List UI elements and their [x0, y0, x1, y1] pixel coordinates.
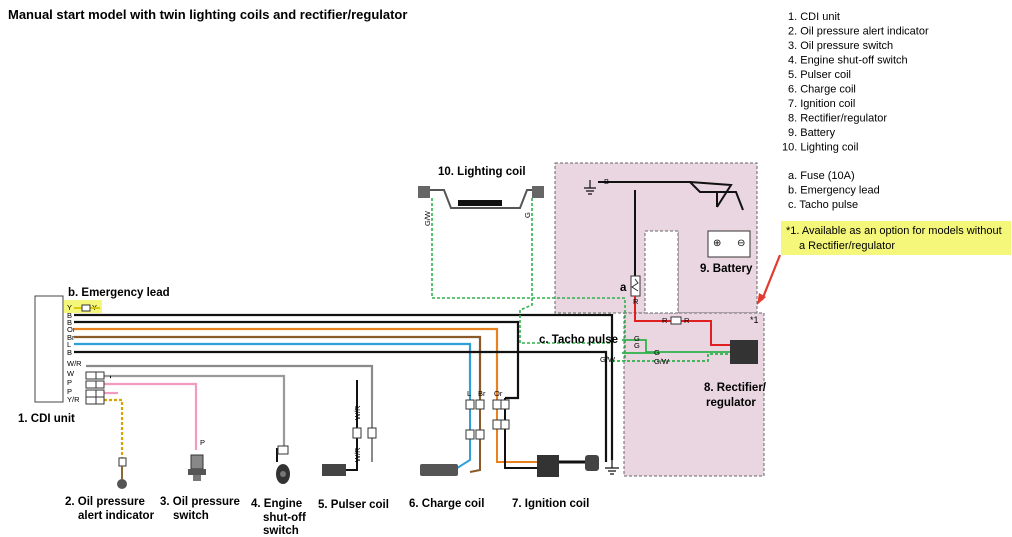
connector-blocks: [85, 371, 105, 405]
rectifier-wiring: R R G G G/W G G/W: [600, 316, 758, 366]
rectifier-label-2: regulator: [706, 397, 756, 409]
svg-text:G/W: G/W: [654, 357, 670, 366]
svg-text:P: P: [200, 438, 205, 447]
pulser-coil-label: 5. Pulser coil: [318, 499, 389, 511]
svg-text:P: P: [67, 378, 72, 387]
ground-symbol: [584, 180, 619, 475]
option-zone-rectifier: [623, 312, 765, 477]
option-marker: *1: [750, 315, 759, 325]
legend-item: 10. Lighting coil: [782, 142, 858, 154]
tacho-pulse-label: c. Tacho pulse: [539, 334, 618, 346]
engine-shutoff-switch: [276, 445, 290, 484]
legend-item: 5. Pulser coil: [788, 69, 851, 81]
lighting-coil-label: 10. Lighting coil: [438, 166, 526, 178]
note-line-2: a Rectifier/regulator: [799, 240, 895, 252]
oil-pressure-switch: P: [188, 438, 206, 481]
svg-text:P: P: [67, 387, 72, 396]
diagram-title: Manual start model with twin lighting co…: [8, 7, 407, 22]
battery: ⊕ ⊖: [707, 230, 751, 258]
svg-text:B: B: [67, 318, 72, 327]
wire-harness: [74, 304, 614, 462]
cdi-unit-label: 1. CDI unit: [18, 413, 75, 425]
battery-wiring: B: [598, 177, 744, 322]
note-arrow: [760, 254, 782, 301]
cdi-wire-codes: Y Y B B Or Br L B W/R W P P Y/R: [67, 303, 97, 404]
svg-text:⊕: ⊕: [713, 238, 721, 249]
svg-text:Br: Br: [67, 333, 75, 342]
svg-text:L: L: [467, 389, 471, 398]
legend-item: 9. Battery: [788, 127, 836, 139]
svg-text:Y/R: Y/R: [67, 395, 80, 404]
svg-text:G/W: G/W: [600, 355, 616, 364]
svg-text:W/R: W/R: [67, 359, 82, 368]
svg-text:B: B: [67, 311, 72, 320]
legend-item: 7. Ignition coil: [788, 98, 855, 110]
lettered-legend: a. Fuse (10A) b. Emergency lead c. Tacho…: [788, 170, 880, 211]
svg-text:G: G: [634, 341, 640, 350]
legend-item: 6. Charge coil: [788, 84, 856, 96]
charge-coil-label: 6. Charge coil: [409, 498, 484, 510]
svg-text:B: B: [604, 177, 609, 186]
note-line-1: *1. Available as an option for models wi…: [786, 225, 1002, 237]
legend-item: 8. Rectifier/regulator: [788, 113, 887, 125]
svg-text:G: G: [523, 212, 532, 218]
numbered-legend: 1. CDI unit 2. Oil pressure alert indica…: [782, 11, 929, 154]
legend-item: a. Fuse (10A): [788, 170, 855, 182]
svg-text:W/R: W/R: [353, 447, 362, 462]
svg-text:Or: Or: [494, 389, 503, 398]
pulser-coil: W/R W/R: [322, 380, 377, 476]
svg-text:R: R: [684, 316, 690, 325]
svg-text:⊖: ⊖: [737, 238, 745, 249]
oil-alert-indicator: [117, 457, 127, 489]
legend-item: 1. CDI unit: [788, 11, 840, 23]
legend-item: b. Emergency lead: [788, 185, 880, 197]
legend-item: c. Tacho pulse: [788, 199, 858, 211]
legend-item: 3. Oil pressure switch: [788, 40, 893, 52]
svg-text:B: B: [67, 348, 72, 357]
ignition-coil: Or: [492, 389, 599, 477]
svg-text:Or: Or: [67, 325, 76, 334]
fuse-label: a: [620, 282, 627, 294]
ignition-coil-label: 7. Ignition coil: [512, 498, 589, 510]
shutoff-label-3: switch: [263, 525, 299, 537]
svg-text:W: W: [67, 369, 75, 378]
emergency-lead-label: b. Emergency lead: [68, 287, 170, 299]
oil-alert-label-2: alert indicator: [78, 510, 155, 522]
oil-alert-label-1: 2. Oil pressure: [65, 496, 145, 508]
legend-item: 2. Oil pressure alert indicator: [788, 26, 929, 38]
svg-text:Y: Y: [67, 303, 72, 312]
shutoff-label-1: 4. Engine: [251, 498, 302, 510]
oil-switch-label-1: 3. Oil pressure: [160, 496, 240, 508]
svg-text:W/R: W/R: [353, 405, 362, 420]
lighting-coil: G/W G: [418, 186, 626, 361]
svg-text:G/W: G/W: [423, 210, 432, 226]
svg-text:L: L: [67, 340, 71, 349]
charge-coil: L Br: [420, 389, 486, 476]
svg-text:G: G: [634, 334, 640, 343]
cdi-unit-box: [34, 295, 64, 403]
legend-item: 4. Engine shut-off switch: [788, 55, 908, 67]
rectifier-label-1: 8. Rectifier/: [704, 382, 767, 394]
oil-switch-label-2: switch: [173, 510, 209, 522]
battery-label: 9. Battery: [700, 263, 753, 275]
svg-text:Br: Br: [478, 389, 486, 398]
svg-text:R: R: [633, 297, 639, 306]
svg-text:G: G: [654, 348, 660, 357]
note-box: [781, 221, 1011, 255]
svg-text:R: R: [662, 316, 668, 325]
shutoff-label-2: shut-off: [263, 512, 306, 524]
